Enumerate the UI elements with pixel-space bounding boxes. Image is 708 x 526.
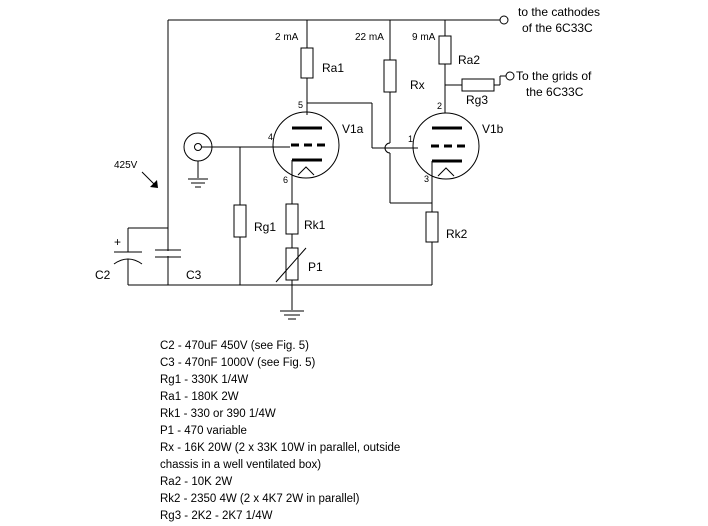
ra1-label: Ra1: [322, 61, 344, 75]
rx-label: Rx: [410, 78, 425, 92]
grids-output-label-line2: the 6C33C: [526, 85, 584, 99]
grids-output-label-line1: To the grids of: [516, 69, 592, 83]
legend-line: Rg1 - 330K 1/4W: [160, 374, 248, 386]
supply-voltage-label: 425V: [114, 160, 138, 171]
rg3-resistor: [461, 78, 495, 92]
v1b-label: V1b: [482, 122, 504, 136]
legend-line: Rx - 16K 20W (2 x 33K 10W in parallel, o…: [160, 442, 400, 454]
ra2-resistor: [438, 35, 452, 65]
rx-resistor: [383, 59, 397, 93]
v1a-cathode-pin: 6: [283, 175, 288, 185]
c3-capacitor: [155, 249, 181, 258]
legend-line: Rg3 - 2K2 - 2K7 1/4W: [160, 510, 273, 522]
v1a-plate-pin: 5: [298, 100, 303, 110]
rk2-branch: [425, 211, 439, 285]
rk2-label: Rk2: [446, 227, 468, 241]
v1a-tube: [272, 111, 340, 179]
rk1-branch: [275, 178, 307, 310]
p1-label: P1: [308, 260, 323, 274]
c2-label: C2: [95, 268, 111, 282]
c2-capacitor: [113, 227, 168, 285]
rg1-branch: [233, 147, 247, 285]
component-legend: C2 - 470uF 450V (see Fig. 5) C3 - 470nF …: [160, 340, 400, 522]
c2-polarity-label: +: [114, 235, 121, 249]
cathodes-output-label-line2: of the 6C33C: [522, 21, 593, 35]
v1b-plate-pin: 2: [437, 101, 442, 111]
legend-line: C3 - 470nF 1000V (see Fig. 5): [160, 357, 315, 369]
supply-voltage-arrow: [141, 171, 155, 185]
legend-line: Ra1 - 180K 2W: [160, 391, 239, 403]
ra2-label: Ra2: [458, 53, 480, 67]
legend-line: Rk2 - 2350 4W (2 x 4K7 2W in parallel): [160, 493, 360, 505]
c3-label: C3: [186, 268, 202, 282]
ra2-current-label: 9 mA: [412, 32, 436, 43]
rx-branch: [383, 20, 432, 204]
main-ground-icon: [280, 310, 304, 320]
ra2-branch: [438, 20, 515, 113]
grids-output-terminal: [505, 71, 515, 81]
input-ground-icon: [188, 178, 208, 188]
v1b-cathode-pin: 3: [424, 174, 429, 184]
ra1-branch: [300, 20, 373, 143]
supply-rail: [167, 15, 509, 285]
p1-variable-arrow: [275, 247, 307, 283]
rk1-resistor: [285, 203, 299, 235]
rg1-resistor: [233, 204, 247, 238]
legend-line: Rk1 - 330 or 390 1/4W: [160, 408, 276, 420]
legend-line: C2 - 470uF 450V (see Fig. 5): [160, 340, 309, 352]
cathodes-output-label-line1: to the cathodes: [518, 5, 600, 19]
legend-line: P1 - 470 variable: [160, 425, 247, 437]
input-connector: [183, 132, 290, 178]
rg1-label: Rg1: [254, 220, 276, 234]
v1a-label: V1a: [342, 122, 364, 136]
cathodes-output-terminal: [499, 15, 509, 25]
v1a-grid-pin: 4: [268, 132, 273, 142]
v1b-grid-pin: 1: [408, 134, 413, 144]
rg3-label: Rg3: [466, 93, 488, 107]
rk1-label: Rk1: [304, 218, 326, 232]
ra1-current-label: 2 mA: [275, 32, 299, 43]
rx-current-label: 22 mA: [355, 32, 384, 43]
ra1-resistor: [300, 47, 314, 79]
v1b-tube: [412, 112, 480, 212]
legend-line: chassis in a well ventilated box): [160, 459, 321, 471]
legend-line: Ra2 - 10K 2W: [160, 476, 232, 488]
rk2-resistor: [425, 211, 439, 243]
